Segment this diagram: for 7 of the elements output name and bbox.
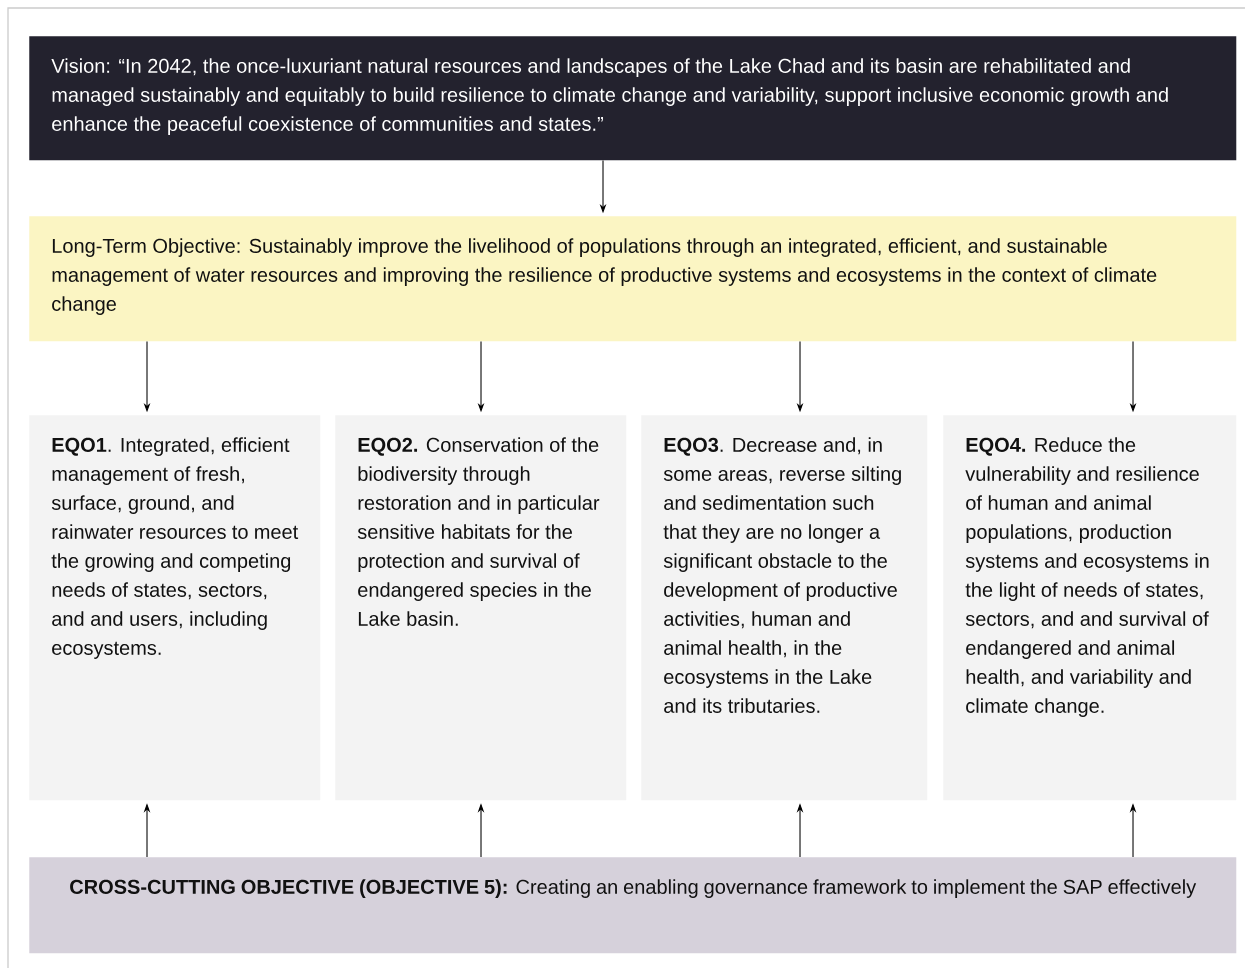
objective-box: EQO4. Reduce the vulnerability and resilience of human and animal populations, production systems and ecosystems in the light of needs of states, sectors, and and survival of endangered and animal health, and variability and climate change.: [943, 415, 1237, 801]
objective-box: EQO1. Integrated, efficient management of fresh, surface, ground, and rainwater resources to meet the growing and competing needs of states, sectors, and and users, including ecosystems.: [29, 415, 321, 801]
vision-banner: Vision: “In 2042, the once-luxuriant natural resources and landscapes of the Lake Chad and its basin are rehabilitated and managed sustainably and equitably to build resilience to climate change and variability, support inclusive economic growth and enhance the peaceful coexistence of communities and states.”: [29, 36, 1237, 161]
objective-box: EQO2. Conservation of the biodiversity through restoration and in particular sensitive habitats for the protection and survival of endangered species in the Lake basin.: [335, 415, 627, 801]
objective-banner: Long-Term Objective: Sustainably improve the livelihood of populations through an integrated, efficient, and sustainable management of water resources and improving the resilience of productive systems and ecosystems in the context of climate change: [29, 216, 1237, 342]
cross-cutting-banner: CROSS-CUTTING OBJECTIVE (OBJECTIVE 5): Creating an enabling governance framework to implement the SAP effectively: [29, 857, 1237, 954]
objective-box: EQO3. Decrease and, in some areas, reverse silting and sedimentation such that they are no longer a significant obstacle to the development of productive activities, human and animal health, in the ecosystems in the Lake and its tributaries.: [641, 415, 928, 801]
